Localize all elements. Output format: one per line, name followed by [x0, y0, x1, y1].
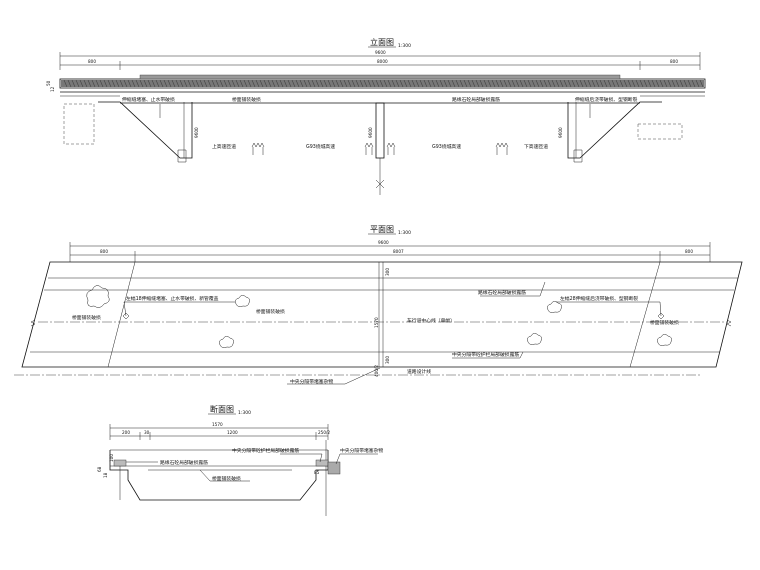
plan-dimensions: 9600 800 8007 800: [69, 240, 711, 262]
elevation-right-abutment: [567, 101, 683, 163]
section-title: 断面图: [210, 404, 234, 414]
plan-damage-marks: [86, 285, 672, 348]
plan-label-left-joint: 左幅18伸缩缝堵塞、止水带破损、新管覆盖: [126, 295, 219, 302]
section-label-curb: 路缘石砼局部破损露筋: [160, 459, 208, 466]
section-label-deck: 桥面铺装破损: [212, 475, 241, 482]
elevation-left-dim: 800: [88, 59, 96, 64]
elevation-label-seal: 路缘石砼局部破损露筋: [452, 96, 500, 103]
plan-label-centerline: 车行道中心线（单幅）: [407, 317, 455, 324]
elevation-left-height: 9600: [194, 127, 199, 138]
elevation-label-left-joint: 伸缩缝堵塞、止水带破损: [122, 96, 175, 103]
section-dimensions: 1570 200 30 1200 250/2: [109, 422, 330, 440]
plan-label-median-stone: 中央分隔带堵塞杂物: [290, 378, 333, 385]
plan-width-2: 1570: [374, 317, 379, 328]
elevation-left-abutment: [63, 101, 193, 163]
section-side-dim-3: 100: [109, 454, 114, 462]
elevation-scale: 1:300: [398, 43, 411, 49]
elevation-view: 立面图 1:300 9600 800 8000 800 50: [46, 37, 706, 195]
plan-label-median-guard: 中央分隔带砼护栏局部破损露筋: [452, 351, 519, 358]
plan-leaders: [123, 281, 662, 385]
elevation-road-4: 下高速匝道: [524, 143, 548, 150]
section-side-dim-2: 18: [103, 472, 108, 478]
elevation-road-1: 上高速匝道: [212, 143, 236, 150]
elevation-dimensions: 9600 800 8000 800: [59, 50, 701, 70]
plan-label-deck-mid: 桥面铺装破损: [256, 308, 285, 315]
section-side-dim-1: 68: [97, 466, 102, 472]
plan-title: 平面图: [370, 225, 394, 234]
section-body: [109, 440, 341, 516]
elevation-overall-dim: 9600: [375, 50, 386, 55]
section-label-median-guard: 中央分隔带砼护栏局部破损露筋: [232, 447, 299, 454]
elevation-road-symbols: [251, 142, 509, 155]
elevation-pier-height: 9600: [368, 127, 373, 138]
section-view: 断面图 1:300 1570 200 30 1200 250/2 68 18 1…: [97, 404, 383, 516]
plan-scale: 1:300: [398, 230, 411, 236]
elevation-label-deck: 桥面铺装破损: [232, 96, 261, 103]
section-dim-d: 250/2: [318, 430, 330, 435]
elevation-side-h1: 50: [46, 80, 51, 86]
elevation-right-height: 9600: [558, 127, 563, 138]
plan-view: 平面图 1:300 9600 800 8007 800: [14, 225, 743, 385]
elevation-right-dim: 800: [670, 59, 678, 64]
plan-span-dim: 8007: [393, 249, 404, 254]
plan-label-curb: 路缘石砼局部破损露筋: [478, 289, 526, 296]
plan-width-dims: 300 1570 300 400/2: [374, 268, 390, 377]
plan-label-design-line: 道路设计线: [407, 368, 431, 375]
elevation-road-3: G93绕城高速: [432, 143, 461, 150]
section-label-median-stone: 中央分隔带堵塞杂物: [340, 447, 383, 454]
elevation-span-dim: 8000: [377, 59, 388, 64]
plan-outline: [14, 261, 743, 376]
elevation-title: 立面图: [370, 37, 394, 47]
plan-label-right-joint: 左幅28伸缩缝后浇带破损、型钢断裂: [560, 295, 638, 302]
section-dim-b: 30: [144, 430, 150, 435]
plan-label-deck-left: 桥面铺装破损: [72, 314, 101, 321]
plan-label-deck-right: 桥面铺装破损: [650, 319, 679, 326]
elevation-road-2: G93绕城高速: [306, 143, 335, 150]
plan-right-dim: 800: [685, 249, 693, 254]
elevation-label-right-joint: 伸缩缝后浇带破损、型钢断裂: [575, 96, 638, 103]
section-dim-c: 1200: [227, 430, 238, 435]
section-overall-dim: 1570: [212, 422, 223, 427]
plan-overall-dim: 9600: [378, 240, 389, 245]
elevation-pier: 9600 9600 9600: [194, 102, 563, 195]
deck-hatch-ticks: [63, 79, 704, 88]
plan-width-4: 400/2: [374, 365, 379, 377]
plan-width-1: 300: [385, 268, 390, 276]
elevation-side-h2: 12: [50, 86, 55, 92]
section-leaders: [126, 453, 378, 482]
plan-width-3: 300: [385, 356, 390, 364]
plan-left-dim: 800: [100, 249, 108, 254]
section-mark: 85: [314, 470, 320, 475]
section-scale: 1:300: [238, 410, 251, 416]
section-dim-a: 200: [122, 430, 130, 435]
